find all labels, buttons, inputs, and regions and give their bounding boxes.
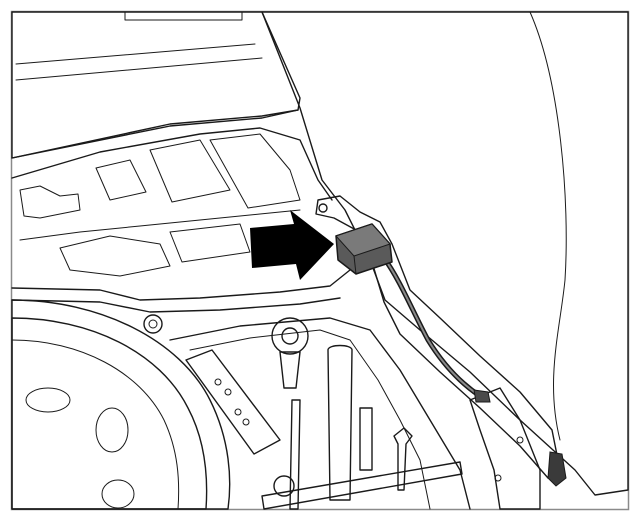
floor-cover-lower-edge [11,297,341,313]
connector-plug-icon [335,223,393,275]
connector-cable-core [383,257,481,397]
spare-wheel-rim [11,317,208,510]
trunk-lid-line-1 [15,43,256,65]
bracket-hole-1 [516,436,524,444]
tray-hole-2 [224,388,232,396]
tray-hole-1 [214,378,222,386]
side-panel-contour [529,11,567,441]
tool-tray-inner [189,329,431,510]
lower-connector [547,451,567,487]
wheel-hole-1 [25,387,71,413]
floor-cover-panel-2 [95,159,147,201]
side-panel [261,11,629,496]
tray-crossbar [261,461,463,510]
tray-hole-3 [234,408,242,416]
tool-tray-outline [169,317,471,510]
tray-bolt-inner [148,319,158,329]
bracket-hole-2 [494,474,502,482]
wrench-ring [271,317,309,355]
trunk-lid-line-2 [15,57,263,81]
wrench-shaft [279,351,301,389]
floor-cover-tray-2 [169,223,251,263]
spare-wheel-rim-inner [11,339,180,510]
wheel-hole-3 [101,479,135,509]
panel-bolt-hole [318,203,328,213]
floor-cover-ridge [19,209,301,241]
floor-cover-panel-4 [209,133,301,209]
spare-wheel-tire [11,299,231,510]
tray-hole-5 [273,475,295,497]
floor-cover-outline [11,127,333,201]
trunk-lid-lip [11,109,299,159]
arrow-right-icon [250,210,334,280]
tray-bolt [143,314,163,334]
floor-cover-front-edge [11,269,351,301]
tool-tube [359,407,373,471]
tool-rod [289,399,301,510]
floor-cover-panel-3 [149,139,231,203]
jack-bar [327,344,353,501]
bracket [469,387,541,510]
floor-cover-panel-1 [19,185,81,219]
cable-clip [473,389,491,403]
wrench-ring-hole [281,327,299,345]
trunk-lid-edge [124,11,243,21]
open-end-wrench [393,427,413,491]
wheel-hole-2 [95,407,129,453]
floor-cover-tray [59,235,171,277]
illustration-frame [10,10,630,511]
tray-left-block [185,349,281,455]
tray-hole-4 [242,418,250,426]
